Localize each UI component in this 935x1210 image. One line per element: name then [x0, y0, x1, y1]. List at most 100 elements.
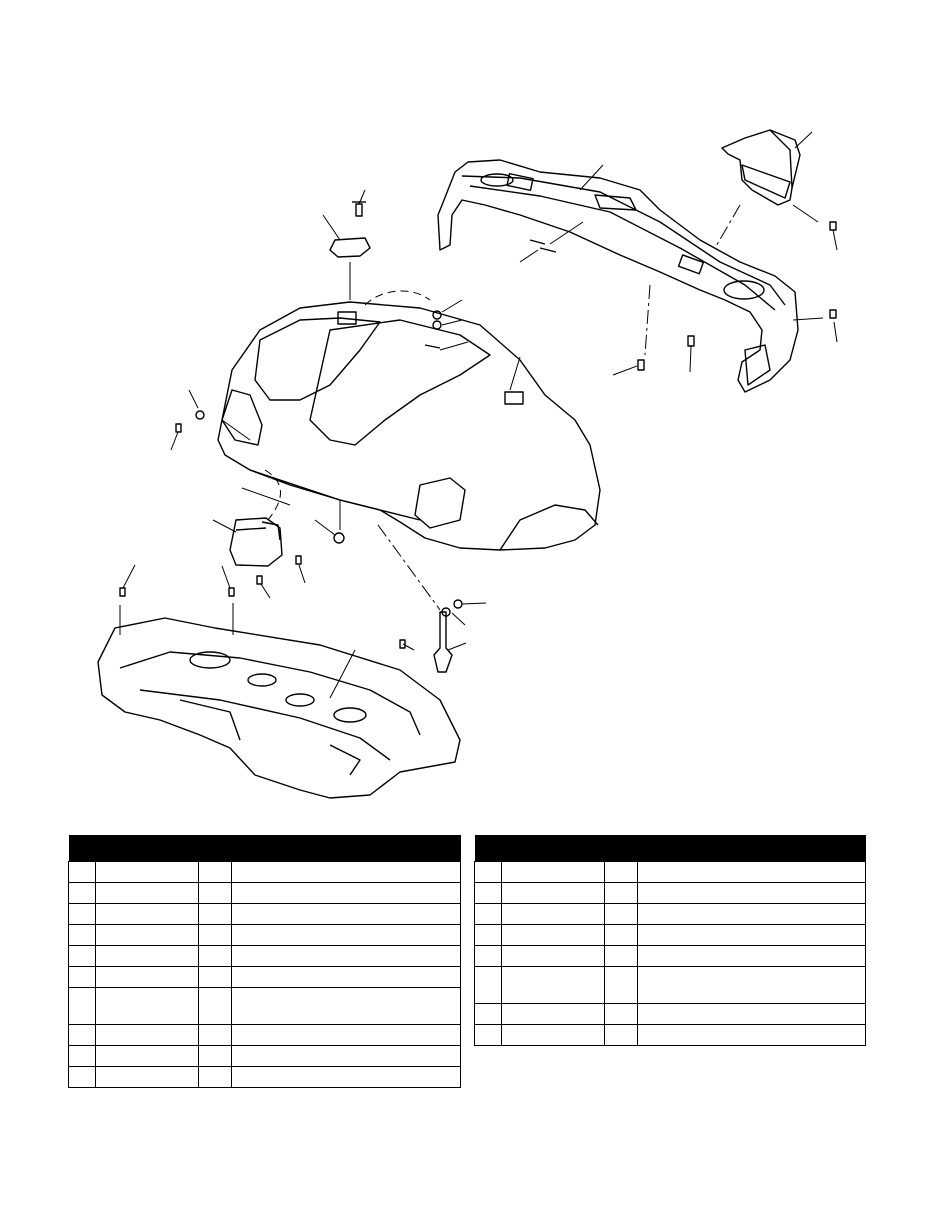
part-number-cell: [95, 1024, 199, 1046]
part-number-cell: [95, 1066, 199, 1088]
table-row: [474, 1024, 866, 1046]
table-row: [474, 882, 866, 904]
table-row: [68, 987, 461, 1025]
qty-cell: [198, 903, 232, 925]
part-number-cell: [501, 945, 605, 967]
part-number-cell: [501, 903, 605, 925]
table-row: [474, 1003, 866, 1025]
rear-body-panel: [437, 159, 799, 393]
part-number-cell: [501, 861, 605, 883]
description-cell: [637, 882, 866, 904]
part-number-cell: [95, 966, 199, 988]
qty-cell: [604, 903, 638, 925]
description-cell: [231, 903, 461, 925]
part-number-cell: [95, 987, 199, 1025]
part-number-cell: [501, 882, 605, 904]
description-cell: [637, 966, 866, 1004]
description-cell: [231, 861, 461, 883]
table-row: [474, 966, 866, 1004]
header-cell: [231, 835, 461, 862]
body-cowl: [217, 301, 601, 551]
ref-cell: [68, 1066, 96, 1088]
ref-cell: [474, 861, 502, 883]
header-cell: [474, 835, 502, 862]
ref-cell: [474, 882, 502, 904]
table-header-row: [68, 835, 461, 862]
header-cell: [637, 835, 866, 862]
ref-cell: [68, 882, 96, 904]
table-row: [68, 1066, 461, 1088]
description-cell: [637, 945, 866, 967]
hardware-fasteners: [119, 221, 837, 673]
qty-cell: [604, 945, 638, 967]
side-vent: [721, 129, 801, 206]
qty-cell: [198, 1024, 232, 1046]
ref-cell: [68, 1024, 96, 1046]
part-number-cell: [501, 1024, 605, 1046]
table-row: [474, 861, 866, 883]
qty-cell: [604, 1003, 638, 1025]
table-row: [68, 861, 461, 883]
parts-list-table-left: [68, 835, 461, 1088]
ref-cell: [474, 1003, 502, 1025]
qty-cell: [604, 966, 638, 1004]
description-cell: [231, 966, 461, 988]
part-number-cell: [95, 903, 199, 925]
description-cell: [231, 924, 461, 946]
qty-cell: [604, 882, 638, 904]
description-cell: [231, 1066, 461, 1088]
description-cell: [231, 945, 461, 967]
hinge-bracket: [329, 201, 371, 258]
part-number-cell: [501, 966, 605, 1004]
qty-cell: [198, 861, 232, 883]
ref-cell: [68, 903, 96, 925]
exploded-parts-diagram: [97, 129, 838, 799]
leader-lines: [119, 131, 838, 699]
table-row: [68, 924, 461, 946]
part-number-cell: [501, 924, 605, 946]
table-row: [68, 945, 461, 967]
ref-cell: [474, 966, 502, 1004]
table-header-row: [474, 835, 866, 862]
ref-cell: [68, 966, 96, 988]
ref-cell: [474, 1024, 502, 1046]
ref-cell: [68, 861, 96, 883]
table-row: [68, 882, 461, 904]
part-number-cell: [95, 924, 199, 946]
ref-cell: [68, 945, 96, 967]
description-cell: [231, 882, 461, 904]
table-row: [68, 1045, 461, 1067]
qty-cell: [198, 987, 232, 1025]
header-cell: [198, 835, 232, 862]
table-row: [474, 903, 866, 925]
description-cell: [637, 924, 866, 946]
description-cell: [637, 1024, 866, 1046]
table-row: [68, 903, 461, 925]
parts-list-table-right: [474, 835, 866, 1046]
qty-cell: [198, 966, 232, 988]
qty-cell: [198, 945, 232, 967]
description-cell: [231, 987, 461, 1025]
qty-cell: [604, 1024, 638, 1046]
description-cell: [637, 1003, 866, 1025]
description-cell: [637, 861, 866, 883]
part-number-cell: [95, 861, 199, 883]
header-cell: [68, 835, 96, 862]
ref-cell: [474, 903, 502, 925]
part-number-cell: [95, 945, 199, 967]
table-row: [68, 1024, 461, 1046]
table-row: [68, 966, 461, 988]
qty-cell: [198, 1066, 232, 1088]
header-cell: [604, 835, 638, 862]
ref-cell: [68, 987, 96, 1025]
qty-cell: [198, 882, 232, 904]
header-cell: [95, 835, 199, 862]
ref-cell: [68, 1045, 96, 1067]
part-number-cell: [501, 1003, 605, 1025]
header-cell: [501, 835, 605, 862]
qty-cell: [198, 1045, 232, 1067]
part-number-cell: [95, 882, 199, 904]
ref-cell: [68, 924, 96, 946]
ref-cell: [474, 924, 502, 946]
qty-cell: [198, 924, 232, 946]
